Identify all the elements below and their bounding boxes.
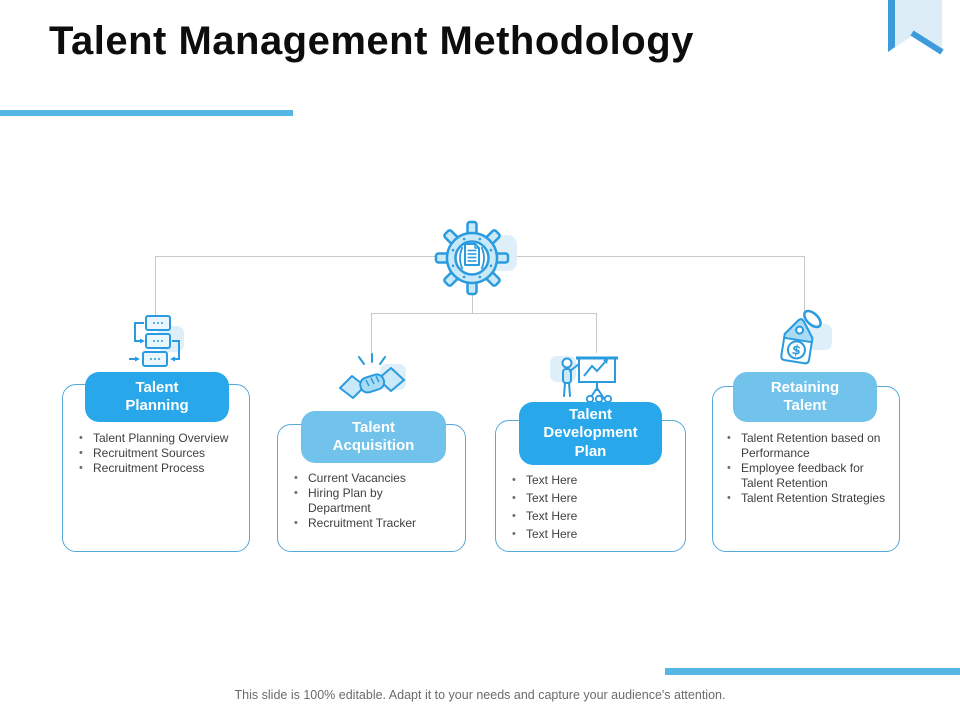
card-header-talent-development-plan: Talent Development Plan <box>519 402 662 465</box>
footer-accent-line <box>665 668 960 675</box>
card-header-talent-planning: Talent Planning <box>85 372 229 422</box>
svg-text:$: $ <box>791 343 802 359</box>
card-header-retaining-talent: Retaining Talent <box>733 372 877 422</box>
card-header-talent-acquisition: Talent Acquisition <box>301 411 446 463</box>
bullet-item: •Text Here <box>512 509 578 523</box>
card-bullet-list: •Talent Planning Overview•Recruitment So… <box>79 431 243 476</box>
bookmark-ribbon-icon <box>888 0 944 55</box>
footer-caption: This slide is 100% editable. Adapt it to… <box>234 688 726 702</box>
bullet-item: •Talent Planning Overview <box>79 431 229 445</box>
card-bullet-list: •Text Here •Text Here •Text Here •Text Here <box>512 473 679 542</box>
bullet-item: •Recruitment Process <box>79 461 205 475</box>
gear-document-icon <box>434 220 517 296</box>
bullet-item: •Talent Retention based on Performance <box>727 431 881 460</box>
price-tag-icon: $ <box>780 309 832 365</box>
process-flow-icon <box>129 315 184 367</box>
page-title: Talent Management Methodology <box>49 19 694 63</box>
title-accent-line <box>0 110 293 116</box>
card-bullet-list: •Current Vacancies•Hiring Plan by Depart… <box>294 471 445 531</box>
bullet-item: •Text Here <box>512 491 578 505</box>
bullet-item: •Recruitment Sources <box>79 446 206 460</box>
connector-line <box>371 313 597 314</box>
bullet-item: •Recruitment Tracker <box>294 516 417 530</box>
connector-line <box>155 256 156 316</box>
bullet-item: •Text Here <box>512 473 578 487</box>
handshake-icon <box>339 353 406 399</box>
connector-line <box>804 256 805 312</box>
presentation-icon <box>550 356 618 409</box>
bullet-item: •Employee feedback for Talent Retention <box>727 461 864 490</box>
card-bullet-list: •Talent Retention based on Performance•E… <box>727 431 893 506</box>
bullet-item: •Hiring Plan by Department <box>294 486 383 515</box>
bullet-item: •Current Vacancies <box>294 471 406 485</box>
connector-line <box>371 313 372 359</box>
bullet-item: •Text Here <box>512 527 578 541</box>
connector-line <box>596 313 597 353</box>
bullet-item: •Talent Retention Strategies <box>727 491 886 505</box>
